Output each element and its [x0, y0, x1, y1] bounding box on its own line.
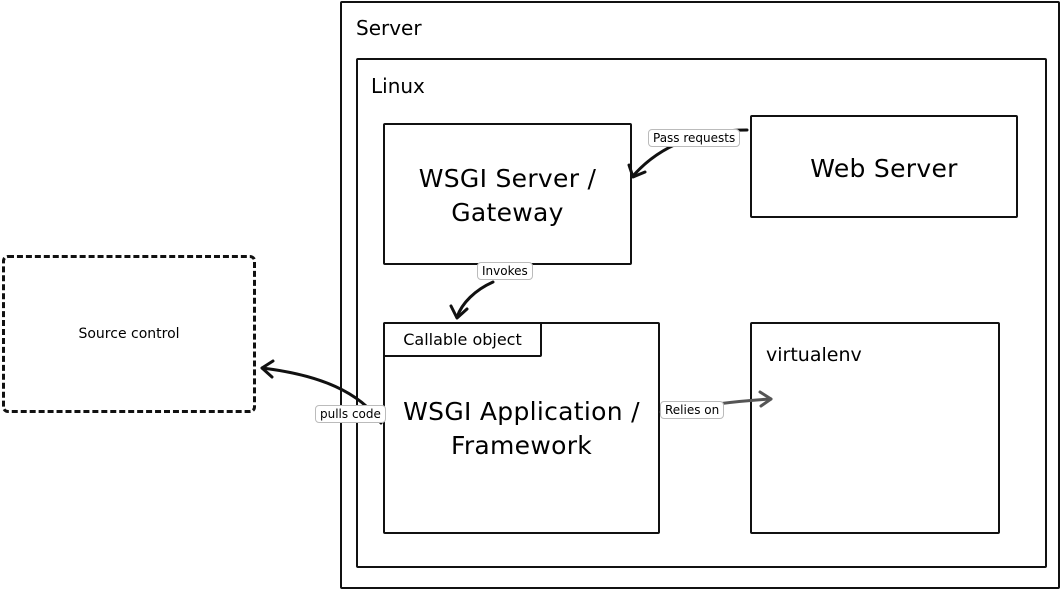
- pulls-code-arrowhead: [260, 359, 275, 379]
- invokes-label: Invokes: [477, 262, 533, 280]
- wsgi-app-node: WSGI Application / Framework: [383, 322, 660, 534]
- source-control-title: Source control: [78, 326, 180, 342]
- wsgi-server-node: WSGI Server / Gateway: [383, 123, 632, 265]
- wsgi-server-line2: Gateway: [451, 198, 564, 227]
- wsgi-app-line2: Framework: [450, 431, 593, 460]
- pulls-code-label: pulls code: [315, 405, 386, 423]
- pass-requests-label: Pass requests: [648, 129, 741, 147]
- relies-on-label: Relies on: [660, 401, 725, 419]
- linux-label: Linux: [371, 74, 425, 98]
- wsgi-app-line1: WSGI Application /: [403, 397, 640, 426]
- web-server-title: Web Server: [810, 154, 958, 183]
- virtualenv-node: virtualenv: [750, 322, 1000, 534]
- source-control-node: Source control: [2, 255, 256, 413]
- web-server-node: Web Server: [750, 115, 1018, 218]
- wsgi-server-line1: WSGI Server /: [418, 164, 597, 193]
- callable-object-title: Callable object: [403, 330, 522, 349]
- server-label: Server: [356, 16, 422, 40]
- virtualenv-label: virtualenv: [766, 344, 862, 366]
- callable-object-node: Callable object: [383, 322, 542, 357]
- wsgi-server-title: WSGI Server / Gateway: [385, 162, 630, 230]
- wsgi-app-title: WSGI Application / Framework: [385, 395, 658, 463]
